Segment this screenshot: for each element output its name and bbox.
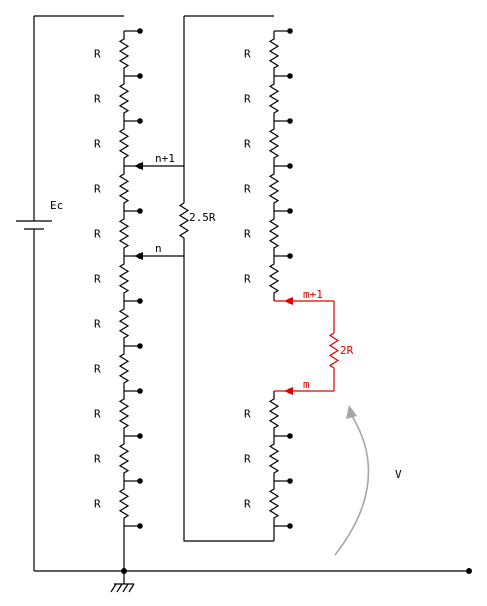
- right-upper-resistor-label-1: R: [244, 48, 251, 61]
- tap-n-plus-1: [134, 162, 184, 170]
- right-upper-tap-node-1[interactable]: [287, 73, 293, 79]
- left-resistor-label-1: R: [94, 48, 101, 61]
- left-tap-node-1[interactable]: [137, 73, 143, 79]
- right-lower-resistor-2: [268, 436, 280, 481]
- right-lower-resistor-label-2: R: [244, 453, 251, 466]
- battery-symbol: [16, 220, 52, 230]
- right-upper-tap-node-2[interactable]: [287, 118, 293, 124]
- left-tap-node-9[interactable]: [137, 433, 143, 439]
- right-lower-tap-node-3[interactable]: [287, 523, 293, 529]
- left-resistor-3: [118, 121, 130, 166]
- right-lower-resistor-1: [268, 391, 280, 436]
- left-resistor-label-9: R: [94, 408, 101, 421]
- middle-box-wire: [183, 15, 274, 542]
- left-resistor-9: [118, 391, 130, 436]
- tap-n-plus-1-label: n+1: [155, 152, 175, 165]
- left-tap-node-2[interactable]: [137, 118, 143, 124]
- right-upper-tap-node-3[interactable]: [287, 163, 293, 169]
- left-resistor-5: [118, 211, 130, 256]
- right-upper-resistor-4: [268, 166, 280, 211]
- left-resistor-label-2: R: [94, 93, 101, 106]
- right-lower-resistor-3: [268, 481, 280, 526]
- left-resistor-label-5: R: [94, 228, 101, 241]
- right-lower-tap-node-2[interactable]: [287, 478, 293, 484]
- voltage-arrow: [334, 405, 370, 556]
- left-resistor-label-8: R: [94, 363, 101, 376]
- left-tap-node-6[interactable]: [137, 298, 143, 304]
- source-label: Ec: [50, 199, 63, 212]
- right-upper-tap-node-0[interactable]: [287, 28, 293, 34]
- left-resistor-label-3: R: [94, 138, 101, 151]
- right-lower-resistor-label-3: R: [244, 498, 251, 511]
- right-upper-resistor-label-2: R: [244, 93, 251, 106]
- right-upper-resistor-label-4: R: [244, 183, 251, 196]
- bridge-resistor: [178, 202, 190, 239]
- output-voltage-label: V: [395, 468, 402, 481]
- left-tap-node-0[interactable]: [137, 28, 143, 34]
- ground-icon: [110, 571, 135, 593]
- left-resistor-10: [118, 436, 130, 481]
- left-resistor-chain: R R R R R R R R R R R: [94, 28, 143, 571]
- left-tap-node-7[interactable]: [137, 343, 143, 349]
- left-resistor-label-7: R: [94, 318, 101, 331]
- highlight-resistor: [328, 332, 340, 369]
- right-lower-tap-node-1[interactable]: [287, 433, 293, 439]
- right-upper-resistor-1: [268, 31, 280, 76]
- left-resistor-1: [118, 31, 130, 76]
- right-upper-resistor-6: [268, 256, 280, 301]
- left-resistor-7: [118, 301, 130, 346]
- right-upper-resistor-label-5: R: [244, 228, 251, 241]
- left-resistor-11: [118, 481, 130, 526]
- left-resistor-label-11: R: [94, 498, 101, 511]
- right-lower-resistor-chain: R R R: [244, 391, 293, 541]
- left-tap-node-11[interactable]: [137, 523, 143, 529]
- left-resistor-6: [118, 256, 130, 301]
- right-upper-tap-node-4[interactable]: [287, 208, 293, 214]
- right-upper-resistor-2: [268, 76, 280, 121]
- right-upper-resistor-label-6: R: [244, 273, 251, 286]
- right-upper-resistor-3: [268, 121, 280, 166]
- source-wire: [33, 15, 124, 571]
- tap-n-label: n: [155, 242, 162, 255]
- left-resistor-label-4: R: [94, 183, 101, 196]
- right-upper-resistor-label-3: R: [244, 138, 251, 151]
- tap-n: [134, 252, 184, 260]
- left-resistor-label-10: R: [94, 453, 101, 466]
- highlight-resistor-label: 2R: [340, 344, 354, 357]
- right-upper-tap-node-5[interactable]: [287, 253, 293, 259]
- tap-m-label: m: [303, 378, 310, 391]
- left-resistor-label-6: R: [94, 273, 101, 286]
- left-resistor-8: [118, 346, 130, 391]
- right-upper-resistor-chain: R R R R R R: [244, 28, 293, 301]
- left-tap-node-8[interactable]: [137, 388, 143, 394]
- left-resistor-2: [118, 76, 130, 121]
- left-tap-node-4[interactable]: [137, 208, 143, 214]
- output-terminal[interactable]: [466, 568, 472, 574]
- right-lower-resistor-label-1: R: [244, 408, 251, 421]
- left-resistor-4: [118, 166, 130, 211]
- tap-m-plus-1-label: m+1: [303, 288, 323, 301]
- left-tap-node-10[interactable]: [137, 478, 143, 484]
- highlight-branch: [274, 297, 340, 395]
- bridge-resistor-label: 2.5R: [189, 211, 216, 224]
- right-upper-resistor-5: [268, 211, 280, 256]
